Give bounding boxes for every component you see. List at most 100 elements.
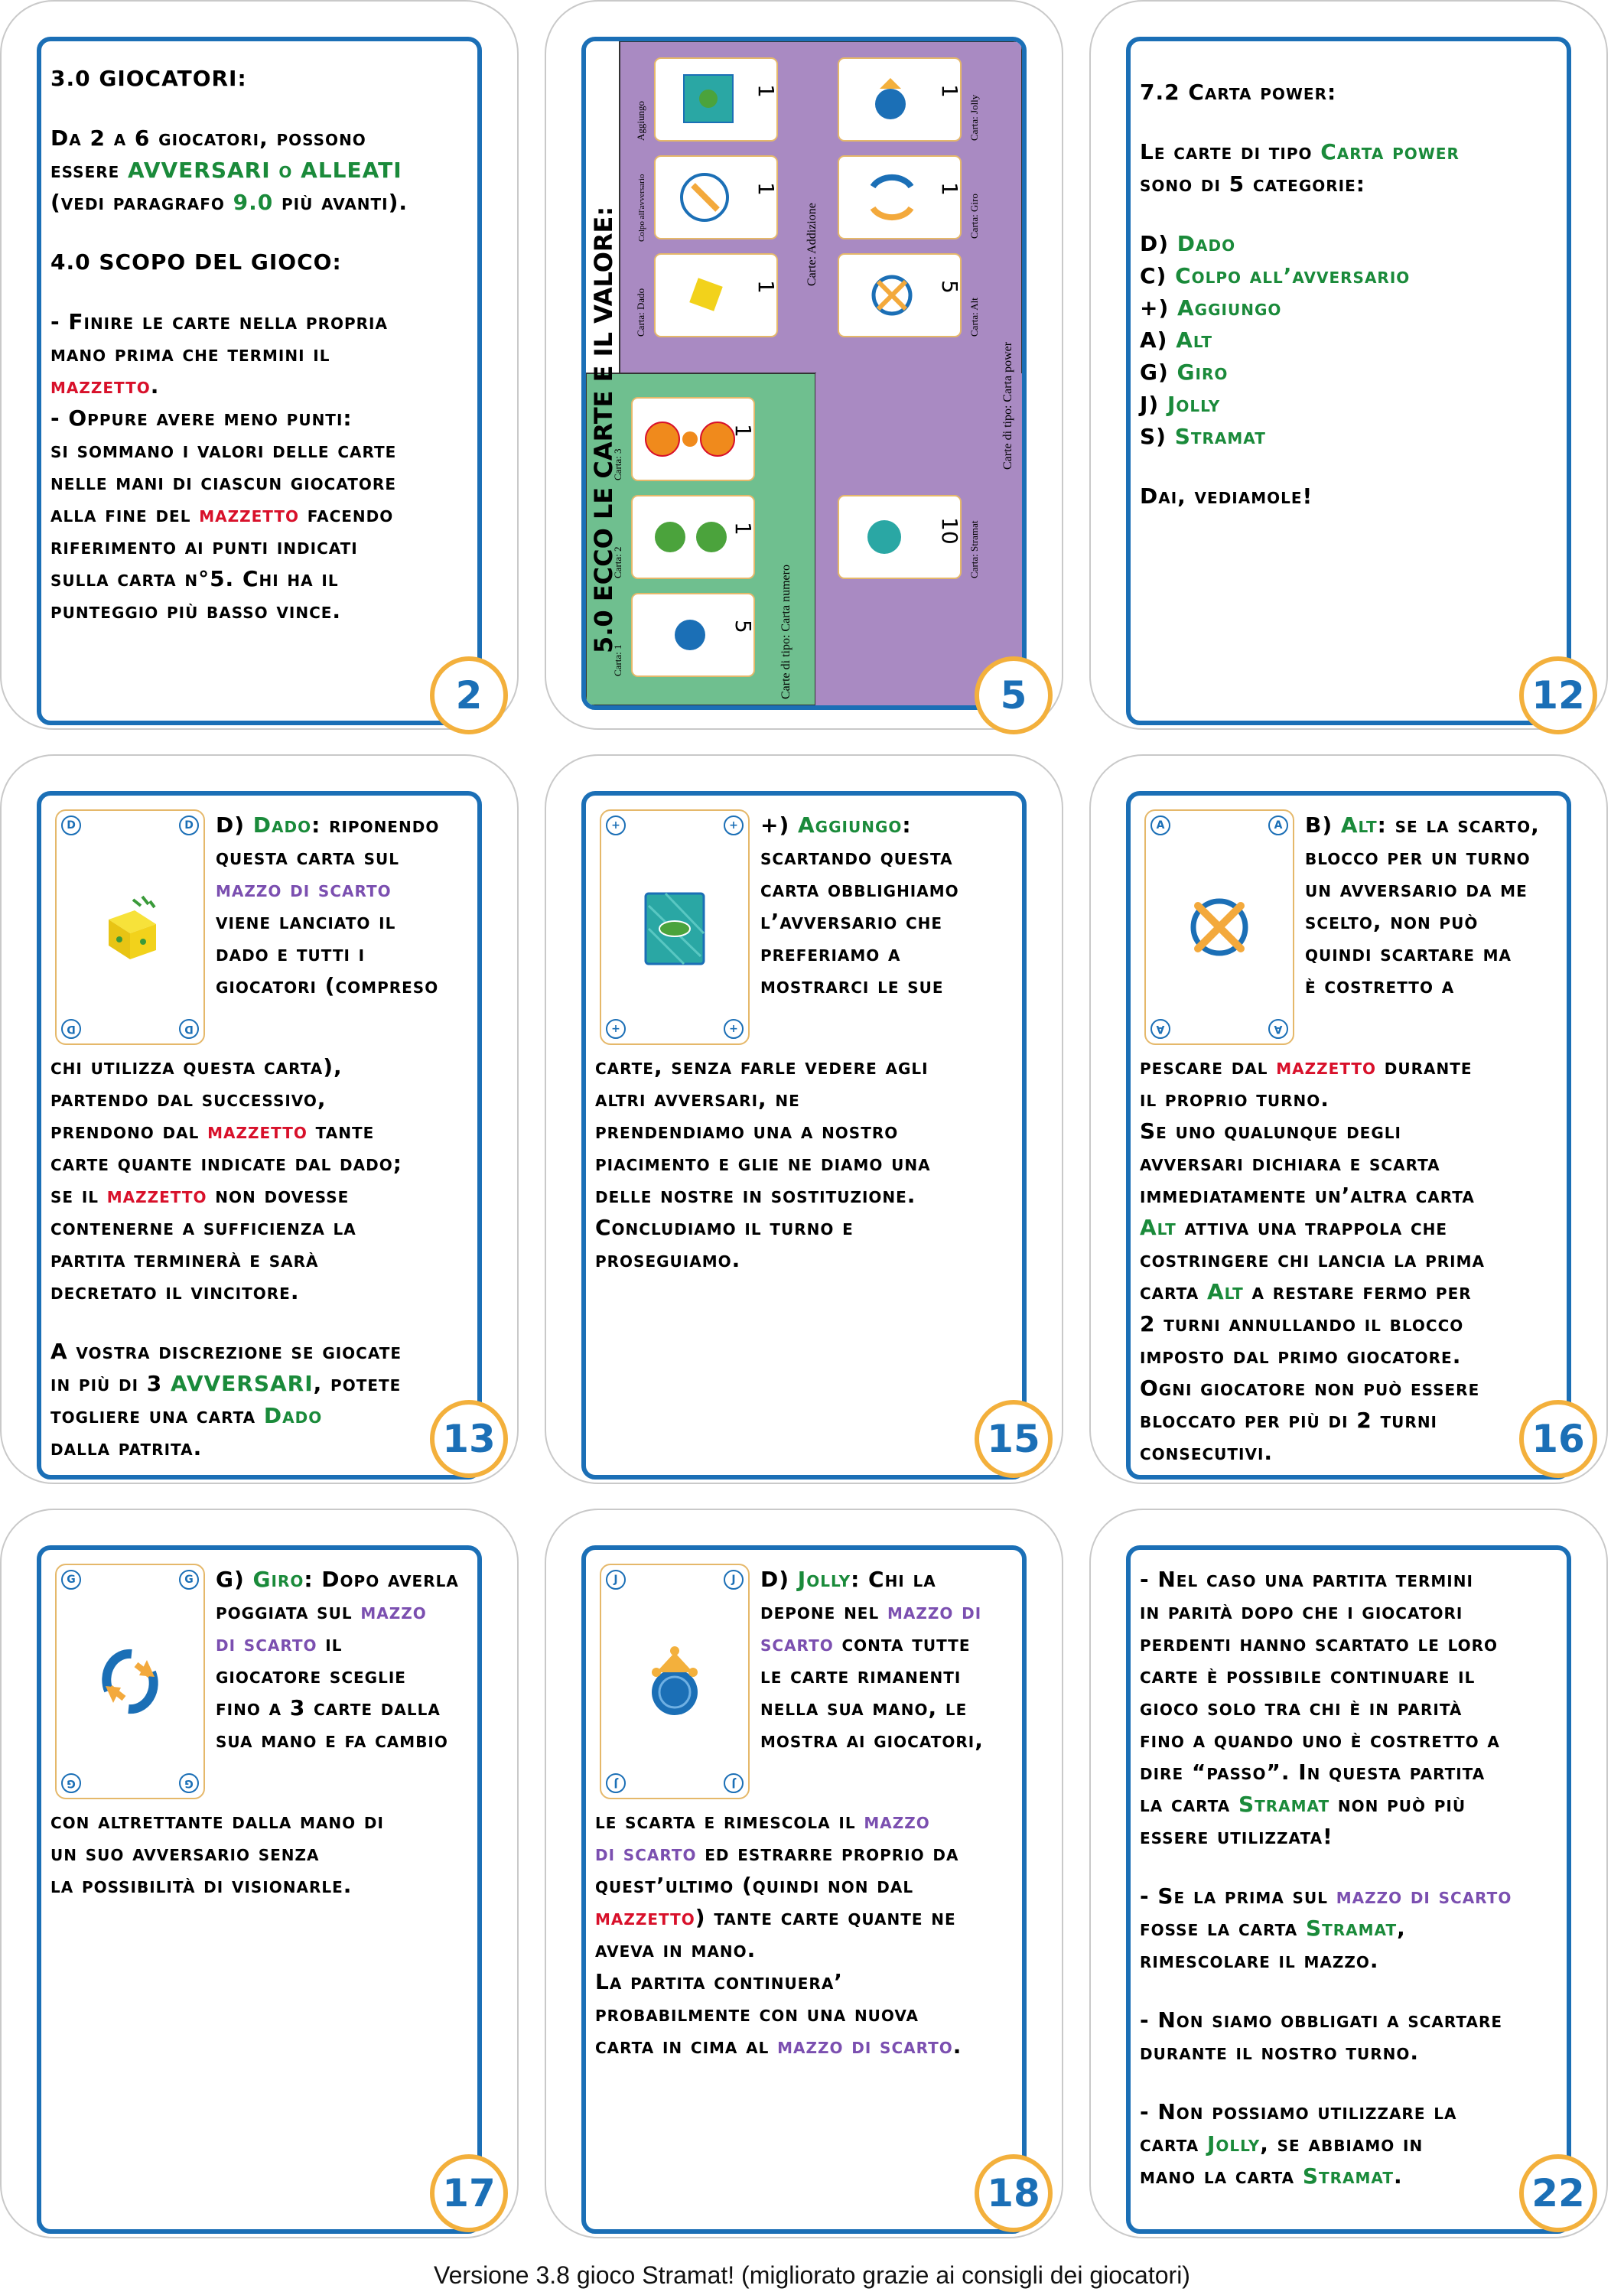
text-line: prendendiamo una a nostro [595, 1118, 899, 1144]
label-dado: Carta: Dado [635, 288, 646, 337]
text-line: carte quante indicate dal dado; [50, 1151, 402, 1176]
text-line: Ogni giocatore non può essere [1140, 1375, 1480, 1401]
corner-mark: D [61, 815, 81, 835]
text-line: - Non siamo obbligati a scartare [1140, 2007, 1503, 2033]
text-line: quindi scartare ma [1305, 941, 1512, 966]
card-18: J J J J D) Jolly: Chi la depone nel mazz… [545, 1509, 1063, 2238]
text-line: - Nel caso una partita termini [1140, 1567, 1473, 1592]
text-line: durante il nostro turno. [1140, 2039, 1420, 2065]
page-number: 15 [975, 1400, 1053, 1478]
card-22: - Nel caso una partita termini in parità… [1089, 1509, 1608, 2238]
text-line: mazzo di scarto [216, 877, 392, 902]
text-line: essere utilizzata! [1140, 1824, 1333, 1849]
card-2-frame: 3.0 GIOCATORI: Da 2 a 6 giocatori, posso… [37, 37, 482, 725]
text-line: dire “passo”. In questa partita [1140, 1760, 1486, 1785]
text-line: nelle mani di ciascun giocatore [50, 470, 396, 495]
list-item: J) Jolly [1140, 392, 1221, 417]
value-alt: 5 [937, 280, 962, 294]
text-line: sono di 5 categorie: [1140, 171, 1365, 197]
corner-mark: + [724, 815, 744, 835]
page-number: 12 [1519, 656, 1597, 734]
text-line: fosse la carta Stramat, [1140, 1916, 1406, 1941]
label-jolly: Carta: Jolly [968, 94, 980, 141]
power-card-stramat: 10 [838, 495, 962, 579]
dice-icon [109, 895, 156, 959]
power-card-jolly: 1 [838, 57, 962, 142]
label-c1: Carta: 1 [612, 644, 623, 676]
card-16: A A A A B) Alt: se la scarto, blocco per… [1089, 754, 1608, 1484]
text-line: - Non possiamo utilizzare la [1140, 2099, 1457, 2124]
text-line: giocatore sceglie [216, 1663, 406, 1688]
label-colpo: Colpo all'avversario [637, 174, 646, 242]
value-c2: 1 [731, 522, 756, 536]
label-aggiungo: Aggiungo [635, 101, 646, 141]
list-item: G) Giro [1140, 360, 1229, 385]
value-dado: 1 [753, 280, 779, 294]
card-back-icon [644, 892, 705, 965]
list-item: D) Dado [1140, 231, 1236, 256]
card-18-text: D) Jolly: Chi la depone nel mazzo di sca… [595, 1564, 1013, 2062]
card-13-frame: D D D D D) Dado: riponendo questa carta … [37, 791, 482, 1480]
value-c1: 5 [731, 620, 756, 633]
card-12-text: 7.2 Carta power: Le carte di tipo Carta … [1140, 55, 1557, 513]
number-card-3: 1 [631, 397, 756, 481]
card-5: 5.0 ECCO LE CARTE E IL VALORE: 1 1 1 [545, 0, 1063, 734]
text-line: fino a quando uno è costretto a [1140, 1727, 1500, 1753]
text-line: giocatori (compreso [216, 973, 439, 998]
label-addizione: Carte: Addizione [805, 203, 819, 286]
version-footer: Versione 3.8 gioco Stramat! (migliorato … [434, 2261, 1190, 2289]
page-number: 16 [1519, 1400, 1597, 1478]
value-c3: 1 [731, 424, 756, 438]
text-line: mazzetto) tante carte quante ne [595, 1905, 956, 1930]
text-line: la carta Stramat non può più [1140, 1792, 1466, 1817]
text-line: +) Aggiungo: [760, 812, 912, 838]
corner-mark: A [1268, 1019, 1288, 1039]
text-line: gioco solo tra chi è in parità [1140, 1695, 1463, 1720]
text-line: G) Giro: Dopo averla [216, 1567, 459, 1592]
list-item: S) Stramat [1140, 424, 1266, 449]
text-line: altri avversari, ne [595, 1086, 800, 1112]
label-alt: Carta: Alt [968, 298, 980, 337]
dado-card-image: D D D D [55, 809, 205, 1045]
text-line: mostrarci le sue [760, 973, 944, 998]
label-giro: Carta: Giro [968, 194, 980, 239]
text-line: chi utilizza questa carta), [50, 1054, 343, 1079]
text-line: blocco per un turno [1305, 845, 1531, 870]
text-line: mostra ai giocatori, [760, 1727, 984, 1753]
corner-mark: J [606, 1570, 626, 1590]
card-values-overview: 5.0 ECCO LE CARTE E IL VALORE: 1 1 1 [586, 41, 1022, 705]
text-line: contenerne a sufficienza la [50, 1215, 356, 1240]
text-line: con altrettante dalla mano di [50, 1808, 384, 1834]
text-line: partita terminerà e sarà [50, 1247, 319, 1272]
text-line: avversari dichiara e scarta [1140, 1151, 1440, 1176]
card-12-frame: 7.2 Carta power: Le carte di tipo Carta … [1126, 37, 1571, 725]
text-line: carta Alt a restare fermo per [1140, 1279, 1472, 1304]
text-line: 2 turni annullando il blocco [1140, 1311, 1464, 1336]
text-line: un avversario da me [1305, 877, 1528, 902]
alt-cross-icon [1190, 898, 1248, 956]
text-line: se il mazzetto non dovesse [50, 1183, 350, 1208]
page-number: 5 [975, 656, 1053, 734]
text-line: - Se la prima sul mazzo di scarto [1140, 1883, 1512, 1909]
text-line: poggiata sul mazzo [216, 1599, 427, 1624]
jester-icon [652, 1646, 698, 1715]
value-aggiungo: 1 [753, 84, 779, 98]
corner-mark: D [179, 1019, 199, 1039]
text-line: scartando questa [760, 845, 953, 870]
text-line: - Oppure avere meno punti: [50, 405, 353, 431]
text-line: bloccato per più di 2 turni [1140, 1408, 1437, 1433]
label-tipo-numero: Carte di tipo: Carta numero [779, 565, 792, 699]
text-line: pescare dal mazzetto durante [1140, 1054, 1473, 1079]
text-line: delle nostre in sostituzione. [595, 1183, 916, 1208]
corner-mark: + [606, 1019, 626, 1039]
corner-mark: G [61, 1773, 81, 1793]
corner-mark: A [1268, 815, 1288, 835]
text-line: mano prima che termini il [50, 341, 330, 366]
text-line: depone nel mazzo di [760, 1599, 982, 1624]
corner-mark: A [1150, 815, 1170, 835]
text-line: punteggio più basso vince. [50, 598, 342, 623]
page-number: 13 [430, 1400, 508, 1478]
text-line: in parità dopo che i giocatori [1140, 1599, 1463, 1624]
value-stramat: 10 [937, 517, 962, 545]
text-line: proseguiamo. [595, 1247, 741, 1272]
